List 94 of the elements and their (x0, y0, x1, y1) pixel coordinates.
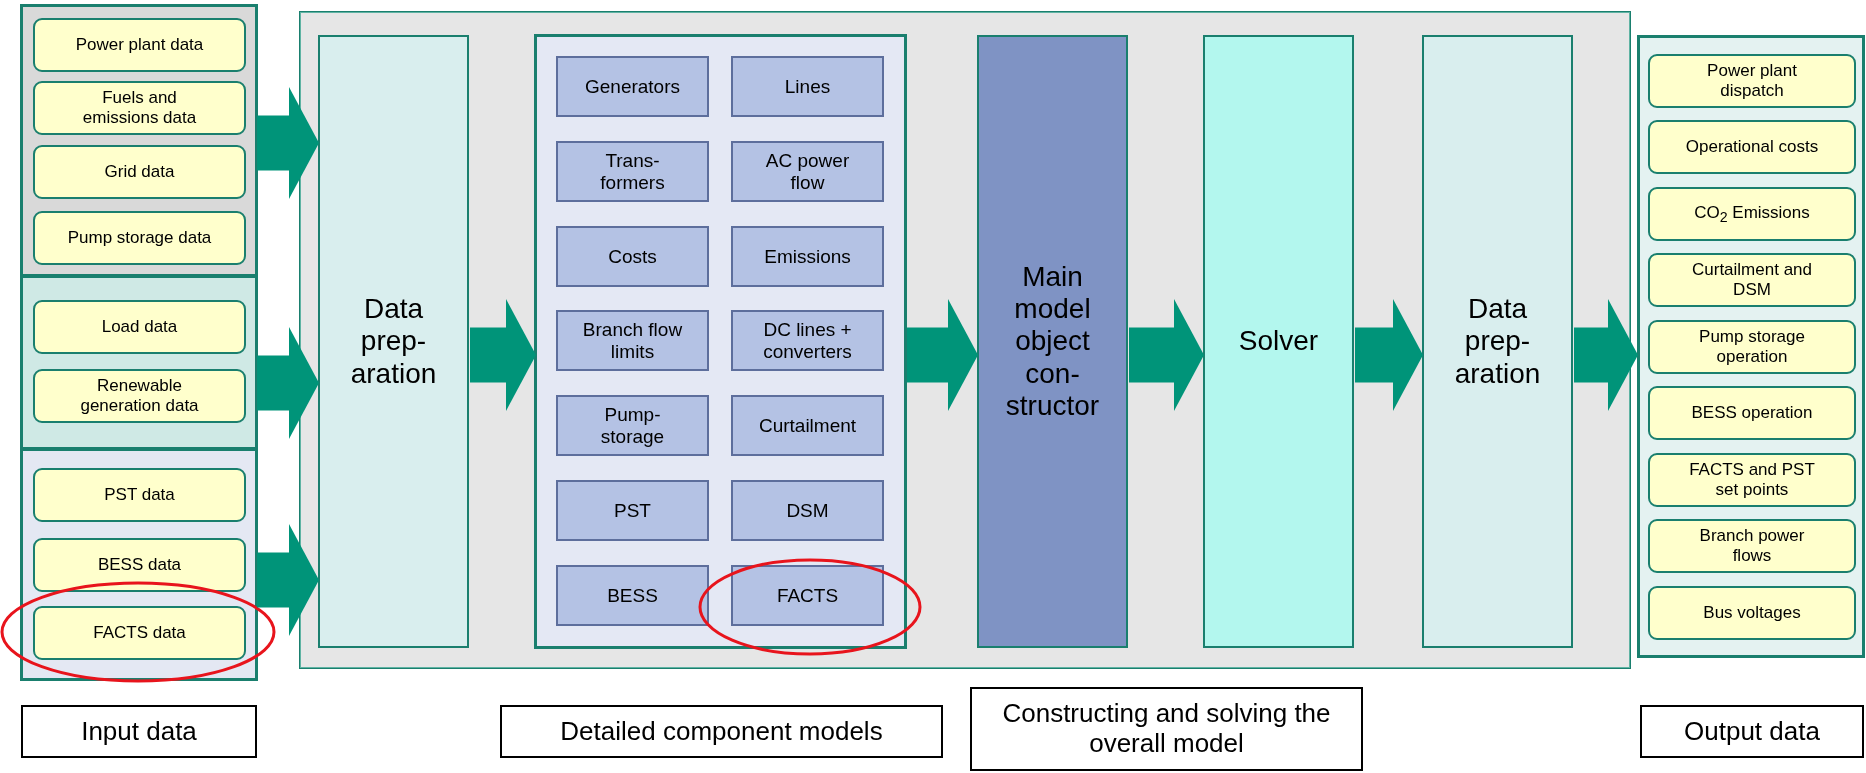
box-label: Generators (584, 75, 680, 98)
data-box (33, 211, 246, 265)
data-box (1648, 519, 1856, 573)
component-box (731, 56, 884, 117)
box-label: Power plant dispatch (1706, 61, 1798, 101)
box-label: Renewable generation data (79, 376, 200, 416)
component-box (556, 56, 709, 117)
data-box (33, 538, 246, 592)
box-label: Main model object con- structor (1004, 261, 1101, 422)
process-box (977, 35, 1128, 648)
data-box (33, 468, 246, 522)
data-box (1648, 120, 1856, 174)
box-label: AC power flow (764, 149, 851, 194)
data-box (1648, 253, 1856, 307)
component-box (731, 310, 884, 371)
group-panel (21, 449, 257, 680)
component-box (556, 480, 709, 541)
group-panel (1638, 36, 1864, 657)
group-panel (21, 5, 257, 276)
block-arrow (1129, 299, 1204, 411)
block-arrow (1574, 299, 1638, 411)
block-arrow (257, 327, 319, 439)
data-box (33, 18, 246, 72)
data-box (1648, 386, 1856, 440)
component-box (731, 226, 884, 287)
box-label: Trans- formers (599, 149, 666, 194)
box-label: Curtailment (758, 414, 857, 437)
data-box (33, 606, 246, 660)
box-label: Data prep- aration (1453, 293, 1542, 390)
box-label: Input data (81, 716, 197, 747)
box-label: BESS data (97, 555, 182, 575)
process-box (1422, 35, 1573, 648)
caption-box (1640, 705, 1864, 758)
component-box (556, 395, 709, 456)
box-label: Load data (101, 317, 178, 337)
box-label: Operational costs (1685, 137, 1819, 157)
box-label: Bus voltages (1703, 603, 1801, 623)
block-arrow (1355, 299, 1423, 411)
component-panel (535, 35, 906, 648)
component-box (731, 141, 884, 202)
box-label: FACTS and PST set points (1688, 460, 1816, 500)
box-label: Costs (608, 245, 657, 268)
process-box (1203, 35, 1354, 648)
box-label: Pump- storage (599, 403, 666, 448)
component-box (556, 310, 709, 371)
box-label: Constructing and solving the overall model (1001, 699, 1332, 759)
data-box (1648, 453, 1856, 507)
component-box (556, 141, 709, 202)
box-label: Pump storage operation (1698, 327, 1806, 367)
block-arrow (470, 299, 536, 411)
box-label: BESS operation (1691, 403, 1813, 423)
box-label: DC lines + converters (762, 318, 853, 363)
caption-box (500, 705, 943, 758)
block-arrow (257, 87, 319, 199)
box-label: DSM (786, 499, 829, 522)
box-label: FACTS data (93, 623, 186, 643)
box-label: PST (614, 499, 651, 522)
block-arrow (907, 299, 978, 411)
box-label: Pump storage data (67, 228, 212, 248)
data-box (33, 81, 246, 135)
box-label: Grid data (104, 162, 175, 182)
data-box (33, 369, 246, 423)
group-panel (21, 276, 257, 449)
box-label: Curtailment and DSM (1691, 260, 1813, 300)
data-box (1648, 586, 1856, 640)
box-label: Data prep- aration (349, 293, 438, 390)
process-panel (300, 12, 1630, 668)
box-label: Lines (784, 75, 831, 98)
data-box (1648, 320, 1856, 374)
box-label: PST data (104, 485, 175, 505)
data-box (1648, 54, 1856, 108)
process-box (318, 35, 469, 648)
data-box (1648, 187, 1856, 241)
caption-box (970, 687, 1363, 771)
caption-box (21, 705, 257, 758)
box-label: Power plant data (75, 35, 204, 55)
box-label: FACTS (776, 584, 839, 607)
box-label: Output data (1684, 716, 1820, 747)
component-box (731, 395, 884, 456)
box-label: Branch flow limits (581, 318, 684, 363)
data-box (33, 300, 246, 354)
box-label: BESS (607, 584, 658, 607)
box-label: Emissions (764, 245, 851, 268)
box-label: Fuels and emissions data (81, 88, 198, 128)
component-box (556, 565, 709, 626)
component-box (731, 565, 884, 626)
component-box (556, 226, 709, 287)
box-label: Branch power flows (1698, 526, 1806, 566)
box-label: CO$_{2}$ Emissions (1694, 202, 1810, 226)
data-box (33, 145, 246, 199)
box-label: Detailed component models (560, 716, 883, 747)
box-label: Solver (1238, 325, 1319, 358)
component-box (731, 480, 884, 541)
block-arrow (257, 524, 319, 636)
